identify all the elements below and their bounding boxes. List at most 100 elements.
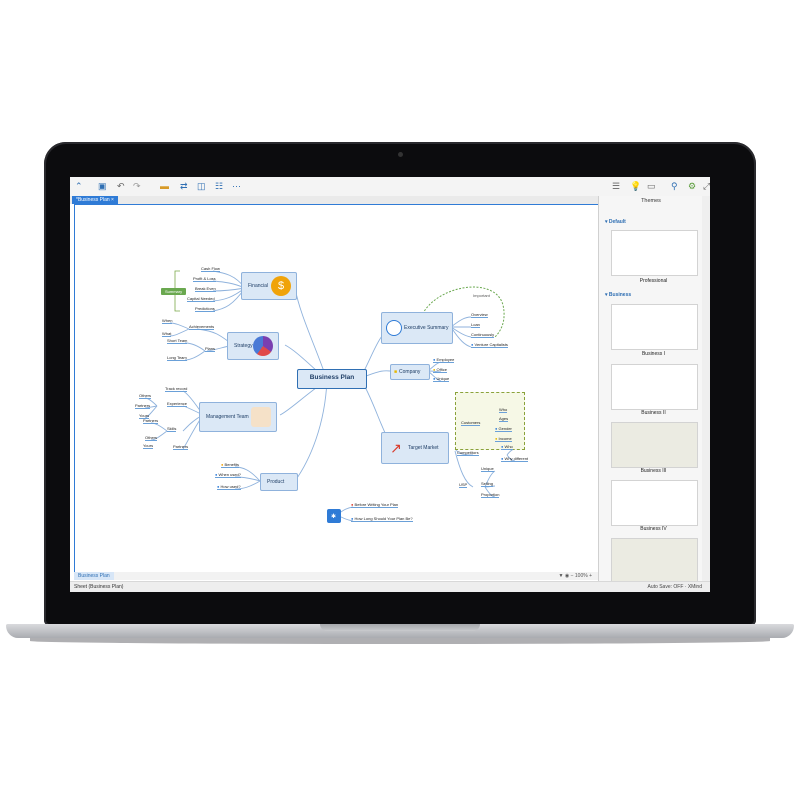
search-icon[interactable]: ⚲ xyxy=(671,181,678,191)
leaf-competitors[interactable]: Competitors xyxy=(457,450,479,456)
leaf-financial[interactable]: Predictions xyxy=(195,306,215,312)
leaf-others[interactable]: Others xyxy=(145,435,158,441)
topic-label: Company xyxy=(399,369,421,375)
leaf-who[interactable]: Who xyxy=(499,407,508,413)
leaf-benefits[interactable]: ● Benefits xyxy=(221,462,239,468)
leaf-partners[interactable]: Partners xyxy=(143,418,159,424)
theme-name: Business IV xyxy=(640,526,667,532)
leaf-proportion[interactable]: Proportion xyxy=(481,492,500,498)
leaf-ages[interactable]: Ages xyxy=(499,416,509,422)
section-heading: ▾ Default xyxy=(605,219,626,225)
zoom-level: 100% xyxy=(574,573,588,579)
theme-thumbnail[interactable] xyxy=(611,538,698,581)
leaf-partners[interactable]: Partners xyxy=(135,403,151,409)
leaf-how-used[interactable]: ● How used? xyxy=(217,484,241,490)
eye-icon[interactable]: ◉ xyxy=(564,573,570,579)
central-topic[interactable]: Business Plan xyxy=(297,369,367,389)
leaf-others[interactable]: Others xyxy=(139,393,152,399)
relationship-label[interactable]: Important xyxy=(473,293,490,298)
topic-product[interactable]: Product xyxy=(260,473,298,491)
leaf-partners-2[interactable]: Partners xyxy=(173,444,189,450)
leaf-selling[interactable]: Selling xyxy=(481,481,494,487)
theme-thumbnail[interactable] xyxy=(611,304,698,350)
mindmap-canvas[interactable]: Business Plan Financial $ Strategy Manag… xyxy=(74,204,600,573)
undo-icon[interactable]: ↶ xyxy=(117,181,125,191)
home-icon[interactable]: ⌃ xyxy=(75,181,83,191)
redo-icon[interactable]: ↷ xyxy=(133,181,141,191)
leaf-employee[interactable]: ● Employee xyxy=(433,357,455,363)
leaf-label: Why different xyxy=(504,456,529,461)
leaf-overview[interactable]: Overview xyxy=(471,312,488,318)
leaf-yours[interactable]: Yours xyxy=(143,443,154,449)
document-tabbar: *Business Plan × xyxy=(70,196,598,204)
boundary-box[interactable] xyxy=(455,392,525,450)
leaf-loan[interactable]: Loan xyxy=(471,322,480,328)
topic-management-team[interactable]: Management Team xyxy=(199,402,277,432)
leaf-long-team[interactable]: Long Team xyxy=(167,355,187,361)
leaf-usp[interactable]: USP xyxy=(459,482,468,488)
theme-thumbnail[interactable] xyxy=(611,230,698,276)
leaf-financial[interactable]: Profit & Loss xyxy=(193,276,216,282)
close-icon[interactable]: × xyxy=(111,197,114,203)
leaf-income[interactable]: ● Income xyxy=(495,436,512,442)
app-window: ⌃ ▣ ↶ ↷ ▬ ⇄ ◫ ☷ ⋯ ☰ 💡 ▭ ⚲ ⚙ ⤢ *Business … xyxy=(70,177,710,592)
zoom-out-icon[interactable]: − xyxy=(570,573,574,579)
save-icon[interactable]: ▣ xyxy=(98,181,107,191)
theme-thumbnail[interactable] xyxy=(611,480,698,526)
leaf-experience[interactable]: Experience xyxy=(167,401,188,407)
boundary-icon[interactable]: ◫ xyxy=(197,181,206,191)
leaf-plans[interactable]: Plans xyxy=(205,346,216,352)
document-tab[interactable]: *Business Plan × xyxy=(72,196,118,204)
theme-thumbnail[interactable] xyxy=(611,364,698,410)
floating-topic[interactable]: ✱ xyxy=(327,509,341,523)
leaf-label: Office xyxy=(436,367,447,372)
leaf-financial[interactable]: Cash Flow xyxy=(201,266,220,272)
summary-icon[interactable]: ☷ xyxy=(215,181,224,191)
lightbulb-icon[interactable]: 💡 xyxy=(630,181,642,191)
leaf-who-2[interactable]: ● Who xyxy=(501,444,513,450)
autosave-status[interactable]: Auto Save: OFF · XMind xyxy=(647,584,702,590)
leaf-yours[interactable]: Yours xyxy=(139,413,150,419)
leaf-venture-capitalists[interactable]: ● Venture Capitalists xyxy=(471,342,508,348)
leaf-short-team[interactable]: Short Team xyxy=(167,338,188,344)
theme-thumbnail[interactable] xyxy=(611,422,698,468)
topic-strategy[interactable]: Strategy xyxy=(227,332,279,360)
leaf-why-different[interactable]: ● Why different xyxy=(501,456,529,462)
leaf-unique[interactable]: ● Unique xyxy=(433,376,450,382)
leaf-how-long[interactable]: ● How Long Should Your Plan Be? xyxy=(351,516,413,522)
topic-target-market[interactable]: ↗ Target Market xyxy=(381,432,449,464)
money-icon: ● xyxy=(495,436,498,441)
outline-icon[interactable]: ☰ xyxy=(612,181,621,191)
toolbar: ⌃ ▣ ↶ ↷ ▬ ⇄ ◫ ☷ ⋯ ☰ 💡 ▭ ⚲ ⚙ ⤢ xyxy=(70,177,710,197)
leaf-continuously[interactable]: Continuously xyxy=(471,332,495,338)
more-icon[interactable]: ⋯ xyxy=(232,181,241,191)
summary-badge[interactable]: Summary xyxy=(161,288,187,295)
relationship-icon[interactable]: ⇄ xyxy=(180,181,188,191)
topic-executive-summary[interactable]: Executive Summary xyxy=(381,312,453,344)
leaf-skills[interactable]: Skills xyxy=(167,426,177,432)
zoom-in-icon[interactable]: + xyxy=(589,573,592,579)
topic-icon[interactable]: ▬ xyxy=(160,181,169,191)
share-icon[interactable]: ⚙ xyxy=(688,181,697,191)
leaf-financial[interactable]: Capital Needed xyxy=(187,296,215,302)
fullscreen-icon[interactable]: ⤢ xyxy=(703,181,710,191)
leaf-track-record[interactable]: Track record xyxy=(165,386,188,392)
leaf-financial[interactable]: Break Even xyxy=(195,286,216,292)
right-icon-rail: ☰ ✎ ▣ ⚑ ▦ ▤ ◉ ☑ xyxy=(702,196,710,581)
theme-name: Business I xyxy=(641,351,666,357)
topic-financial[interactable]: Financial $ xyxy=(241,272,297,300)
leaf-what[interactable]: What xyxy=(162,331,172,337)
themes-panel: Themes ▾ Default Professional ▾ Business… xyxy=(598,196,703,581)
leaf-before-writing[interactable]: ● Before Writing Your Plan xyxy=(351,502,399,508)
topic-company[interactable]: ■ Company xyxy=(390,364,430,380)
presentation-icon[interactable]: ▭ xyxy=(647,181,656,191)
leaf-customers[interactable]: Customers xyxy=(461,420,481,426)
leaf-achievements[interactable]: Achievements xyxy=(189,324,215,330)
leaf-gender[interactable]: ● Gender xyxy=(495,426,512,432)
leaf-office[interactable]: ● Office xyxy=(433,367,447,373)
leaf-unique[interactable]: Unique xyxy=(481,466,494,472)
leaf-when[interactable]: When xyxy=(162,318,173,324)
sheet-tab[interactable]: Business Plan xyxy=(74,572,114,580)
filter-icon[interactable]: ▼ xyxy=(558,573,564,579)
leaf-when-used[interactable]: ● When used? xyxy=(215,472,242,478)
